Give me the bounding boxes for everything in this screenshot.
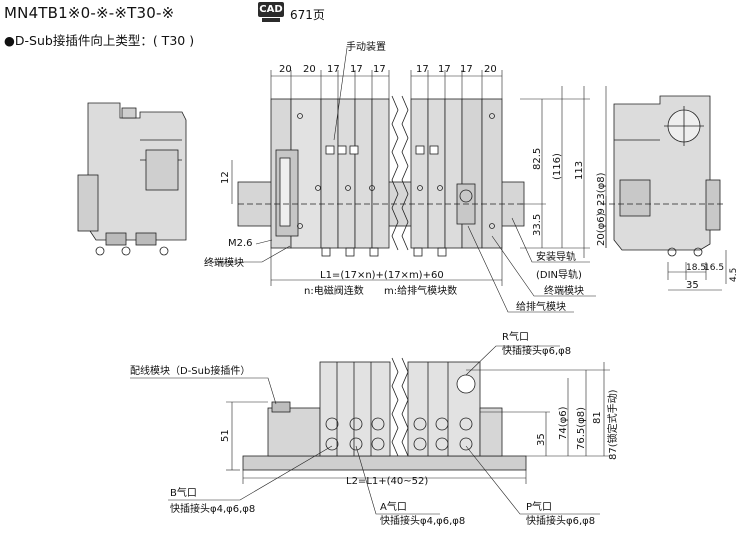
dim-23: 23(φ8) (596, 172, 607, 206)
dim-top-4: 17 (373, 64, 386, 75)
dim-top-8: 20 (484, 64, 497, 75)
dim-74: 74(φ6) (558, 406, 569, 440)
subtitle: ●D-Sub接插件向上类型：( T30 ) (4, 33, 195, 48)
cad-icon-label: CAD (258, 2, 284, 17)
dim-35b: 35 (536, 433, 547, 446)
mount-rail-label: 安装导轨 (536, 250, 576, 263)
dim-18-5: 18.5 (686, 263, 706, 273)
front-view (237, 95, 525, 257)
bottom-dimensions (130, 345, 610, 515)
m-desc: m:给排气模块数 (384, 284, 457, 297)
l1-formula: L1=(17×n)+(17×m)+60 (320, 270, 444, 281)
dim-87: 87(锁定式手动) (606, 389, 619, 460)
dim-top-0: 20 (279, 64, 292, 75)
dim-76-5: 76.5(φ8) (576, 407, 587, 450)
dim-116: (116) (552, 153, 563, 180)
right-side-view (600, 95, 724, 257)
r-port-label: R气口 (502, 330, 529, 343)
dim-51: 51 (220, 429, 231, 442)
dim-top-1: 20 (303, 64, 316, 75)
dim-20: 20(φ6) (596, 212, 607, 246)
dim-top-6: 17 (438, 64, 451, 75)
left-side-view (77, 102, 187, 256)
din-rail-label: (DIN导轨) (536, 268, 582, 281)
cad-page-ref[interactable]: 671页 (290, 8, 325, 22)
m26-label: M2.6 (228, 238, 253, 249)
dim-top-5: 17 (416, 64, 429, 75)
p-port-label: P气口 (526, 500, 552, 513)
supply-exhaust-label: 给排气模块 (516, 300, 566, 313)
n-desc: n:电磁阀连数 (304, 284, 364, 297)
b-port-label: B气口 (170, 486, 197, 499)
l2-formula: L2=L1+(40~52) (346, 476, 428, 487)
dim-33-5: 33.5 (532, 214, 543, 236)
wiring-block-label: 配线模块（D-Sub接插件） (130, 364, 250, 377)
dim-top-2: 17 (327, 64, 340, 75)
a-port-fitting: 快插接头φ4,φ6,φ8 (380, 514, 465, 527)
terminal-block2-label: 终端模块 (544, 284, 584, 297)
dim-top-7: 17 (460, 64, 473, 75)
dim-4-5: 4.5 (729, 268, 739, 282)
dim-35: 35 (686, 280, 699, 291)
dim-81: 81 (592, 411, 603, 424)
manual-device-label: 手动装置 (346, 40, 386, 53)
terminal-block-label: 终端模块 (204, 256, 244, 269)
dim-82-5: 82.5 (532, 148, 543, 170)
p-port-fitting: 快插接头φ6,φ8 (526, 514, 595, 527)
b-port-fitting: 快插接头φ4,φ6,φ8 (170, 502, 255, 515)
dim-top-3: 17 (350, 64, 363, 75)
bottom-view (242, 357, 527, 471)
dim-16-5: 16.5 (704, 263, 724, 273)
dim-113: 113 (574, 161, 585, 180)
cad-icon[interactable]: CAD (258, 2, 286, 24)
r-port-fitting: 快插接头φ6,φ8 (502, 344, 571, 357)
front-dimensions (206, 47, 596, 313)
a-port-label: A气口 (380, 500, 407, 513)
right-dimensions (605, 86, 727, 291)
dim-12: 12 (220, 171, 231, 184)
dim-9: 9 (597, 208, 607, 214)
model-title: MN4TB1※0-※-※T30-※ (4, 4, 175, 22)
